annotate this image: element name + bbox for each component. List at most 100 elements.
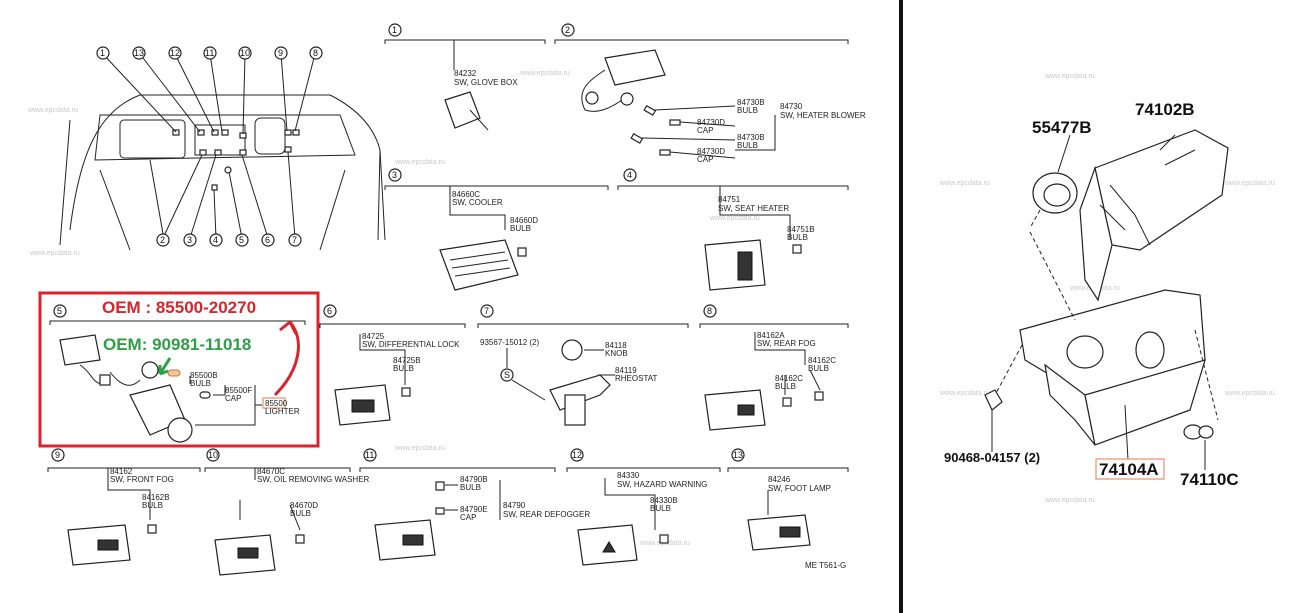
- svg-text:85500: 85500: [265, 399, 288, 408]
- svg-text:84790: 84790: [503, 501, 526, 510]
- svg-text:84730B: 84730B: [737, 133, 765, 142]
- svg-text:5: 5: [57, 306, 62, 316]
- section-10: 10 84670C SW, OIL REMOVING WASHER 84670D…: [204, 448, 370, 576]
- watermark: www.epcdata.ru: [1224, 180, 1275, 187]
- label-90468-04157: 90468-04157 (2): [944, 450, 1040, 465]
- panel-divider: [899, 0, 903, 613]
- svg-text:2: 2: [565, 25, 570, 35]
- watermark: www.epcdata.ru: [1044, 73, 1095, 80]
- label-74110C: 74110C: [1180, 470, 1239, 489]
- svg-text:93567-15012 (2): 93567-15012 (2): [480, 338, 539, 347]
- svg-text:SW, FOOT LAMP: SW, FOOT LAMP: [768, 484, 831, 493]
- section-1: 1 84232 SW, GLOVE BOX: [384, 23, 546, 131]
- svg-text:84751B: 84751B: [787, 225, 815, 234]
- svg-text:6: 6: [327, 306, 332, 316]
- svg-text:84162B: 84162B: [142, 493, 170, 502]
- green-arrow: [158, 357, 172, 376]
- watermark: www.epcdata.ru: [1224, 390, 1275, 397]
- svg-text:LIGHTER: LIGHTER: [265, 407, 300, 416]
- section-11: 11 84790B BULB 84790 SW, REAR DEFOGGER 8…: [359, 448, 590, 561]
- svg-text:3: 3: [187, 235, 192, 245]
- svg-text:1: 1: [100, 48, 105, 58]
- svg-text:84330: 84330: [617, 471, 640, 480]
- svg-text:6: 6: [265, 235, 270, 245]
- svg-text:84162C: 84162C: [808, 356, 836, 365]
- svg-text:BULB: BULB: [460, 483, 481, 492]
- svg-text:KNOB: KNOB: [605, 349, 628, 358]
- svg-text:SW, DIFFERENTIAL LOCK: SW, DIFFERENTIAL LOCK: [362, 340, 460, 349]
- svg-text:CAP: CAP: [697, 155, 713, 164]
- svg-text:13: 13: [134, 48, 144, 58]
- svg-text:84730B: 84730B: [737, 98, 765, 107]
- watermark: www.epcdata.ru: [27, 107, 78, 114]
- svg-text:BULB: BULB: [510, 224, 531, 233]
- svg-text:9: 9: [278, 48, 283, 58]
- section-3: 3 84660C SW, COOLER 84660D BULB: [384, 168, 609, 291]
- svg-text:84670D: 84670D: [290, 501, 318, 510]
- svg-text:84119: 84119: [615, 366, 637, 375]
- console-exploded-view: 55477B 74102B 90468-04157 (2) 74104A 741…: [944, 100, 1239, 489]
- section-7: 7 93567-15012 (2) S 84118 KNOB 84119 RHE…: [477, 304, 689, 426]
- section-5: 5 85500B BULB 85500F CAP 85500 LIGHTER: [49, 304, 306, 443]
- lighter-code-highlight: [262, 397, 286, 409]
- svg-text:9: 9: [55, 450, 60, 460]
- svg-text:2: 2: [160, 235, 165, 245]
- svg-text:SW, GLOVE BOX: SW, GLOVE BOX: [454, 78, 518, 87]
- footer-code: ME T561-G: [805, 561, 846, 570]
- svg-text:SW, HEATER BLOWER: SW, HEATER BLOWER: [780, 111, 866, 120]
- svg-text:BULB: BULB: [737, 106, 758, 115]
- svg-text:10: 10: [240, 48, 250, 58]
- svg-text:7: 7: [292, 235, 297, 245]
- section-4: 4 84751 SW, SEAT HEATER 84751B BULB: [617, 168, 849, 291]
- svg-text:BULB: BULB: [142, 501, 163, 510]
- svg-text:SW, OIL REMOVING WASHER: SW, OIL REMOVING WASHER: [257, 475, 370, 484]
- svg-text:84751: 84751: [718, 195, 741, 204]
- svg-text:SW, HAZARD WARNING: SW, HAZARD WARNING: [617, 480, 707, 489]
- svg-text:BULB: BULB: [775, 382, 796, 391]
- label-74104A: 74104A: [1099, 460, 1159, 479]
- svg-text:SW, REAR DEFOGGER: SW, REAR DEFOGGER: [503, 510, 590, 519]
- svg-text:85500F: 85500F: [225, 386, 252, 395]
- svg-text:4: 4: [627, 170, 632, 180]
- section-8: 8 84162A SW, REAR FOG 84162C BULB 84162C…: [699, 304, 849, 431]
- section-2: 2 84730B BULB 84730 SW, HEATER BLOWER 84…: [554, 23, 866, 164]
- part-highlight-box: [1095, 458, 1165, 480]
- svg-text:BULB: BULB: [650, 504, 671, 513]
- watermark: www.epcdata.ru: [1044, 497, 1095, 504]
- svg-text:84162C: 84162C: [775, 374, 803, 383]
- svg-text:CAP: CAP: [697, 126, 713, 135]
- watermark: www.epcdata.ru: [939, 180, 990, 187]
- red-arrow: [273, 320, 300, 397]
- svg-text:10: 10: [208, 450, 218, 460]
- svg-text:84670C: 84670C: [257, 467, 285, 476]
- oem-lighter-label: OEM : 85500-20270: [102, 298, 256, 317]
- svg-text:8: 8: [707, 306, 712, 316]
- svg-text:11: 11: [205, 48, 214, 58]
- svg-text:SW, REAR FOG: SW, REAR FOG: [757, 339, 816, 348]
- oem-bulb-label: OEM: 90981-11018: [103, 335, 251, 354]
- svg-text:5: 5: [239, 235, 244, 245]
- svg-text:SW, FRONT FOG: SW, FRONT FOG: [110, 475, 174, 484]
- svg-text:84730: 84730: [780, 102, 803, 111]
- watermark: www.epcdata.ru: [394, 445, 445, 452]
- svg-text:84730D: 84730D: [697, 118, 725, 127]
- svg-text:BULB: BULB: [787, 233, 808, 242]
- watermark: www.epcdata.ru: [709, 215, 760, 222]
- svg-text:84660C: 84660C: [452, 190, 480, 199]
- svg-text:84118: 84118: [605, 341, 627, 350]
- watermark: www.epcdata.ru: [519, 70, 570, 77]
- section-13: 13 84246 SW, FOOT LAMP ME T561-G: [727, 448, 849, 570]
- svg-text:84232: 84232: [454, 69, 477, 78]
- svg-text:4: 4: [213, 235, 218, 245]
- bulb-highlight: [167, 369, 181, 377]
- svg-text:84730D: 84730D: [697, 147, 725, 156]
- svg-text:BULB: BULB: [737, 141, 758, 150]
- highlight-frame: [38, 291, 320, 448]
- svg-text:12: 12: [572, 450, 582, 460]
- svg-text:12: 12: [170, 48, 180, 58]
- watermark: www.epcdata.ru: [29, 250, 80, 257]
- svg-text:BULB: BULB: [393, 364, 414, 373]
- watermark: www.epcdata.ru: [939, 390, 990, 397]
- section-9: 9 84162 SW, FRONT FOG 84162B BULB: [47, 448, 201, 566]
- svg-text:BULB: BULB: [190, 379, 211, 388]
